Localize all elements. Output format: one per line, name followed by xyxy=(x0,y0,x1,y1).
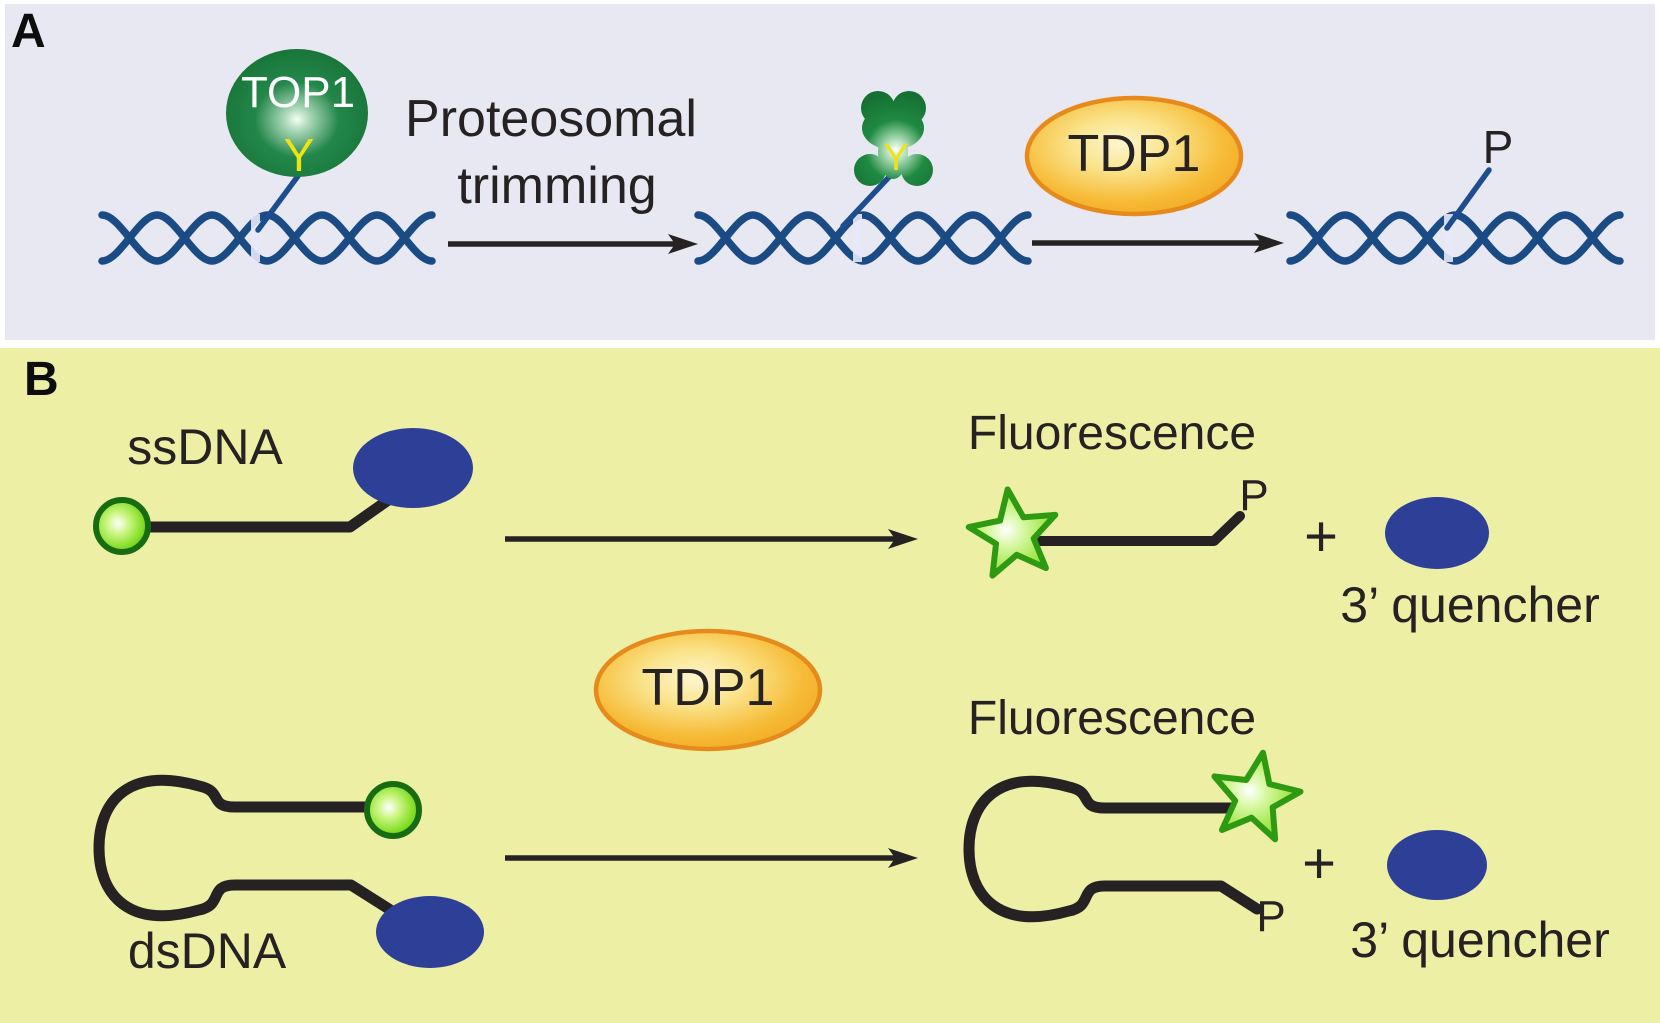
tyrosine-dna-linker-1 xyxy=(255,173,301,233)
panel-b-background xyxy=(0,348,1660,1023)
tdp1-enzyme-ellipse-b xyxy=(593,628,823,752)
reaction-arrow-2 xyxy=(1032,233,1284,253)
ssdna-strand xyxy=(144,490,400,533)
trimmed-top1-peptide-blob xyxy=(854,91,933,186)
fluorescence-label-1: Fluorescence xyxy=(967,407,1257,460)
ssdna-product-strand xyxy=(1025,511,1245,546)
dsdna-product-strand xyxy=(963,776,1263,922)
dsdna-hairpin-strand xyxy=(93,775,398,921)
tdp1-label-a: TDP1 xyxy=(1067,125,1201,183)
reaction-arrow-4 xyxy=(505,848,918,868)
tyrosine-dna-linker-2 xyxy=(840,173,893,229)
panel-a-label: A xyxy=(11,5,46,58)
quencher-label-1: 3’ quencher xyxy=(1340,577,1600,633)
phosphate-label-b2: P xyxy=(1256,892,1286,941)
fluorophore-circle-dsdna xyxy=(364,781,422,839)
panel-b-label: B xyxy=(24,353,59,406)
quencher-ellipse-released-2 xyxy=(1387,830,1487,900)
proteosomal-trimming-label-line2: trimming xyxy=(457,157,657,215)
fluorescent-star-2 xyxy=(1211,749,1304,843)
quencher-label-2: 3’ quencher xyxy=(1350,912,1610,968)
dna-helix-trimmed xyxy=(698,215,1028,261)
reaction-arrow-3 xyxy=(505,529,918,549)
dna-helix-product xyxy=(1290,215,1620,261)
tyrosine-label-1: Y xyxy=(283,129,315,181)
phosphate-label-a: P xyxy=(1482,121,1514,173)
fluorescence-label-2: Fluorescence xyxy=(967,692,1257,745)
top1-label: TOP1 xyxy=(240,68,356,117)
phosphate-dna-linker xyxy=(1444,167,1492,231)
top1-protein-blob xyxy=(226,49,368,177)
dna-nick-highlight-3 xyxy=(1444,214,1453,262)
dsdna-label: dsDNA xyxy=(127,923,287,979)
plus-sign-2: + xyxy=(1302,831,1336,896)
quencher-ellipse-dsdna xyxy=(376,896,484,968)
proteosomal-trimming-label-line1: Proteosomal xyxy=(405,90,697,148)
tyrosine-label-2: Y xyxy=(883,137,909,179)
dna-nick-highlight-1 xyxy=(251,214,260,262)
fluorophore-circle-ssdna xyxy=(93,497,151,555)
dna-nick-highlight-2 xyxy=(853,214,862,262)
phosphate-label-b1: P xyxy=(1239,471,1269,520)
fluorescent-star-1 xyxy=(965,486,1059,579)
quencher-ellipse-released-1 xyxy=(1385,497,1489,569)
reaction-arrow-1 xyxy=(448,234,698,254)
tdp1-label-b: TDP1 xyxy=(641,659,775,717)
tdp1-enzyme-ellipse-a xyxy=(1024,95,1244,217)
plus-sign-1: + xyxy=(1304,504,1338,569)
ssdna-label: ssDNA xyxy=(127,419,283,475)
quencher-ellipse-ssdna xyxy=(353,428,473,508)
